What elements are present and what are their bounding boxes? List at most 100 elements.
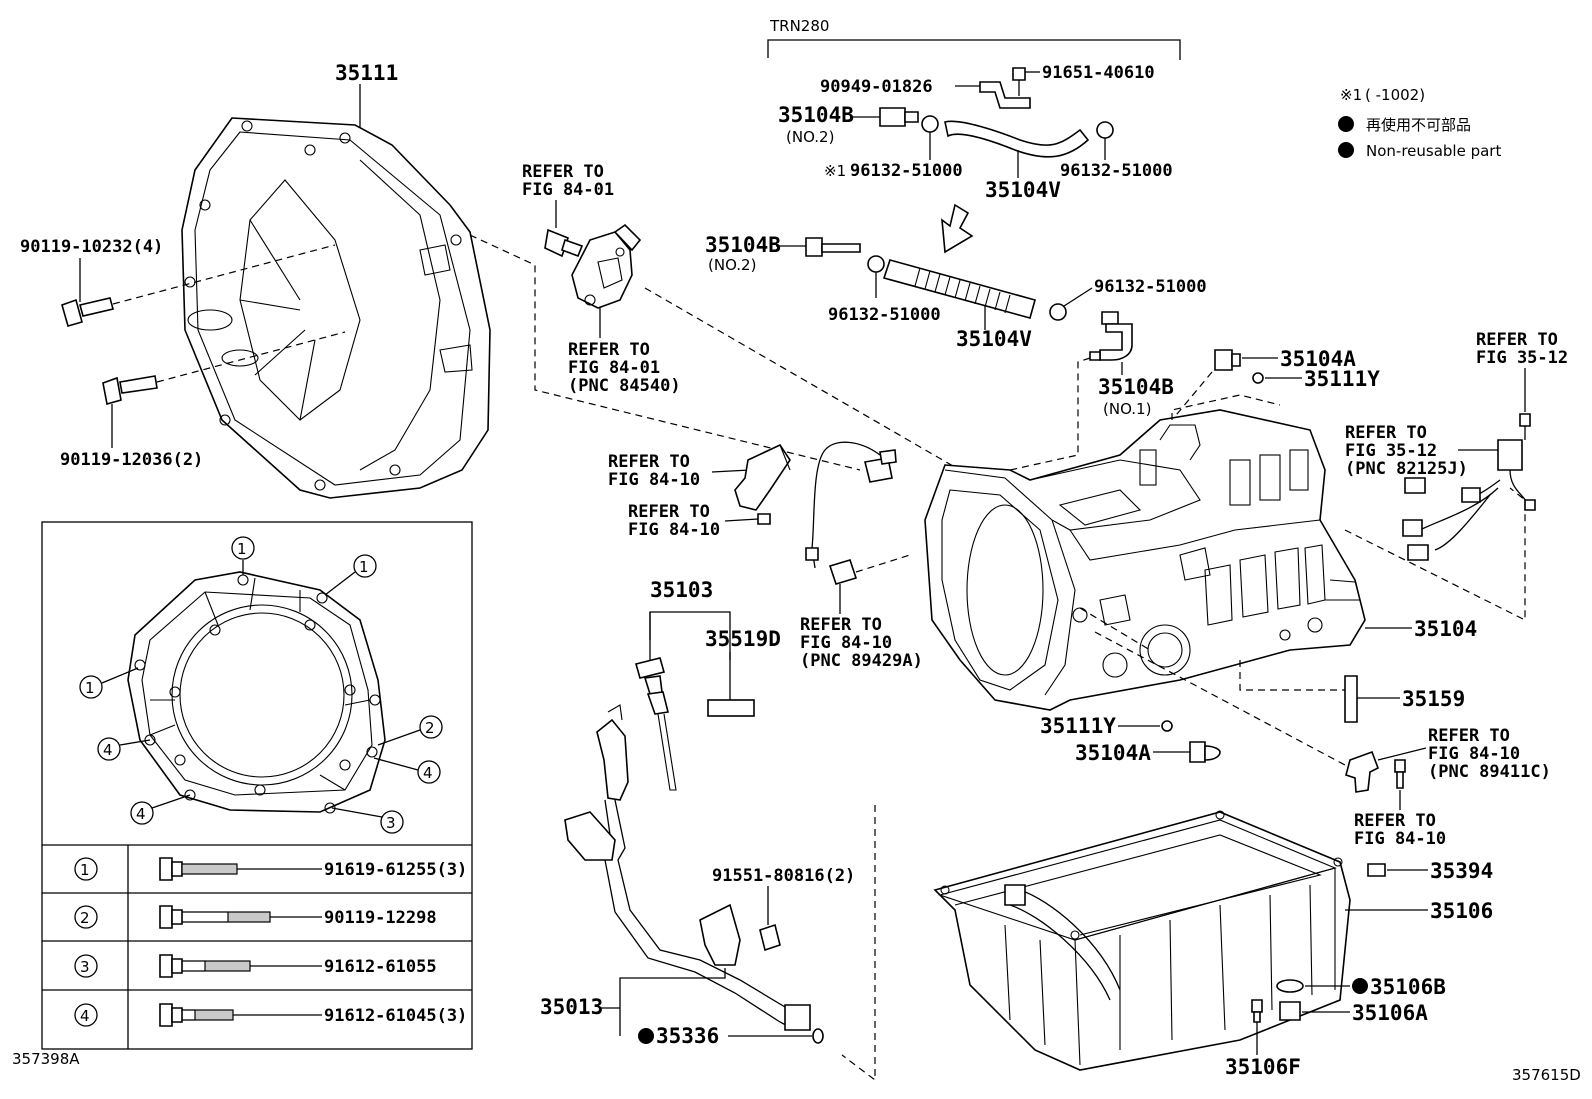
refer-84-10-c-1: REFER TO [800, 615, 882, 635]
bell-housing-35111: 35111 [181, 61, 491, 499]
label-35519D-placeholder [707, 699, 755, 717]
refer-84-10-b-1: REFER TO [628, 502, 710, 522]
part-label-96132-b: 96132-51000 [1060, 161, 1173, 181]
part-label-90949-01826: 90949-01826 [820, 77, 933, 97]
trn280-bracket [767, 39, 1181, 60]
refer-84-01-a-2: FIG 84-01 [522, 180, 614, 200]
inset-callout: 2 [425, 719, 435, 737]
part-label-35104B-mid: 35104B [705, 233, 781, 257]
inset-row-3: 3 91612-61055 [74, 954, 437, 978]
inset-row-1: 1 91619-61255(3) [74, 857, 467, 881]
figure-code-left: 357398A [12, 1050, 80, 1068]
inset-callout: 4 [423, 764, 433, 782]
legend-nonreuse-jp: 再使用不可部品 [1366, 116, 1471, 134]
inset-row-part: 91619-61255(3) [324, 860, 467, 880]
neutral-start-switch: REFER TO FIG 84-01 REFER TO FIG 84-01 (P… [522, 162, 961, 471]
dipstick-35103: 35103 35519D [635, 578, 781, 791]
bolt-inset-panel: 1 1 1 2 3 4 4 4 1 91619-61255(3) [41, 521, 473, 1050]
legend-range: ( -1002) [1365, 86, 1425, 104]
inset-callout: 1 [359, 558, 369, 576]
part-label-35106B: 35106B [1370, 975, 1446, 999]
part-label-90119-12036: 90119-12036(2) [60, 450, 203, 470]
refer-84-10-c-2: FIG 84-10 [800, 633, 892, 653]
inset-row-part: 90119-12298 [324, 908, 437, 928]
inset-callout: 3 [386, 814, 396, 832]
part-label-35013: 35013 [540, 995, 603, 1019]
part-label-90119-10232: 90119-10232(4) [20, 237, 163, 257]
part-label-35104B-top: 35104B [778, 103, 854, 127]
inset-row-key: 1 [80, 861, 90, 879]
speed-sensor-89411c: REFER TO FIG 84-10 (PNC 89411C) REFER TO… [1345, 726, 1551, 849]
bolt-90119-10232: 90119-10232(4) [20, 237, 336, 327]
part-label-35104V-top: 35104V [985, 178, 1061, 202]
part-label-35104A-top: 35104A [1280, 347, 1356, 371]
part-label-96132-c: 96132-51000 [828, 305, 941, 325]
refer-84-01-a-1: REFER TO [522, 162, 604, 182]
nonreusable-dot-icon [1352, 978, 1368, 994]
plug-group-top: 35104A 35111Y [1171, 347, 1380, 421]
refer-35-12-b-2: FIG 35-12 [1345, 441, 1437, 461]
inset-row-key: 2 [80, 909, 90, 927]
nonreusable-dot-icon [1338, 116, 1354, 132]
refer-84-10-e-2: FIG 84-10 [1354, 829, 1446, 849]
part-label-35106F: 35106F [1225, 1055, 1301, 1079]
no1-label: (NO.1) [1103, 400, 1151, 418]
nonreusable-dot-icon [638, 1028, 654, 1044]
refer-35-12-a-1: REFER TO [1476, 330, 1558, 350]
part-label-35104: 35104 [1414, 617, 1477, 641]
inset-row-2: 2 90119-12298 [74, 905, 437, 929]
legend: ※1 ( -1002) 再使用不可部品 Non-reusable part [1338, 86, 1501, 160]
figure-code-right: 357615D [1512, 1066, 1581, 1084]
part-label-35104B-no1: 35104B [1098, 375, 1174, 399]
direction-arrow [941, 203, 974, 254]
nonreusable-dot-icon [1338, 142, 1354, 158]
refer-84-10-a-2: FIG 84-10 [608, 470, 700, 490]
inset-row-4: 4 91612-61045(3) [74, 1003, 467, 1027]
part-label-96132-a: 96132-51000 [850, 161, 963, 181]
filler-tube-35013: 91551-80816(2) 35013 35336 [540, 704, 876, 1082]
part-label-91551-80816: 91551-80816(2) [712, 866, 855, 886]
inset-callout: 1 [237, 540, 247, 558]
part-label-35336: 35336 [656, 1024, 719, 1048]
refer-84-10-b-2: FIG 84-10 [628, 520, 720, 540]
part-label-35103: 35103 [650, 578, 713, 602]
part-label-35104V-mid: 35104V [956, 327, 1032, 351]
refer-84-01-b-2: FIG 84-01 [568, 358, 660, 378]
plug-group-bottom: 35111Y 35104A [1040, 607, 1346, 766]
no2-label-top: (NO.2) [786, 128, 834, 146]
speed-sensor-bracket: REFER TO FIG 84-10 REFER TO FIG 84-10 RE… [608, 441, 923, 671]
inset-row-part: 91612-61055 [324, 957, 437, 977]
part-label-35111Y-top: 35111Y [1304, 367, 1380, 391]
part-label-35519D: 35519D [705, 627, 781, 651]
refer-84-10-d-1: REFER TO [1428, 726, 1510, 746]
legend-nonreuse-en: Non-reusable part [1366, 142, 1501, 160]
part-label-96132-d: 96132-51000 [1094, 277, 1207, 297]
refer-84-10-d-3: (PNC 89411C) [1428, 762, 1551, 782]
sleeve-35159: 35159 [1344, 675, 1465, 723]
bolt-90119-12036: 90119-12036(2) [60, 331, 346, 470]
part-label-35111Y-bot: 35111Y [1040, 714, 1116, 738]
part-label-35159: 35159 [1402, 687, 1465, 711]
trn280-group: TRN280 [767, 17, 1181, 60]
trn280-label: TRN280 [769, 17, 829, 35]
legend-mark: ※1 [1340, 86, 1362, 104]
refer-84-01-b-3: (PNC 84540) [568, 376, 681, 396]
mark1-star: ※1 [824, 162, 846, 180]
refer-35-12-b-1: REFER TO [1345, 423, 1427, 443]
refer-84-10-c-3: (PNC 89429A) [800, 651, 923, 671]
part-label-35106: 35106 [1430, 899, 1493, 923]
inset-row-key: 4 [80, 1007, 90, 1025]
inset-callout: 4 [103, 741, 113, 759]
inset-callout: 1 [85, 679, 95, 697]
refer-84-10-e-1: REFER TO [1354, 811, 1436, 831]
refer-84-01-b-1: REFER TO [568, 340, 650, 360]
refer-84-10-a-1: REFER TO [608, 452, 690, 472]
breather-hose-group: 35104B (NO.2) 96132-51000 96132-51000 35… [705, 233, 1207, 471]
transmission-case-35104: 35104 [924, 394, 1526, 711]
oil-pan-35106: 35394 35106 35106B 35106A 35106F [933, 810, 1493, 1079]
wiring-harness: REFER TO FIG 35-12 REFER TO FIG 35-12 (P… [1345, 330, 1568, 561]
breather-hose-group-trn280: 90949-01826 91651-40610 35104B (NO.2) 96… [778, 63, 1173, 202]
part-label-35106A: 35106A [1352, 1001, 1428, 1025]
refer-35-12-b-3: (PNC 82125J) [1345, 459, 1468, 479]
